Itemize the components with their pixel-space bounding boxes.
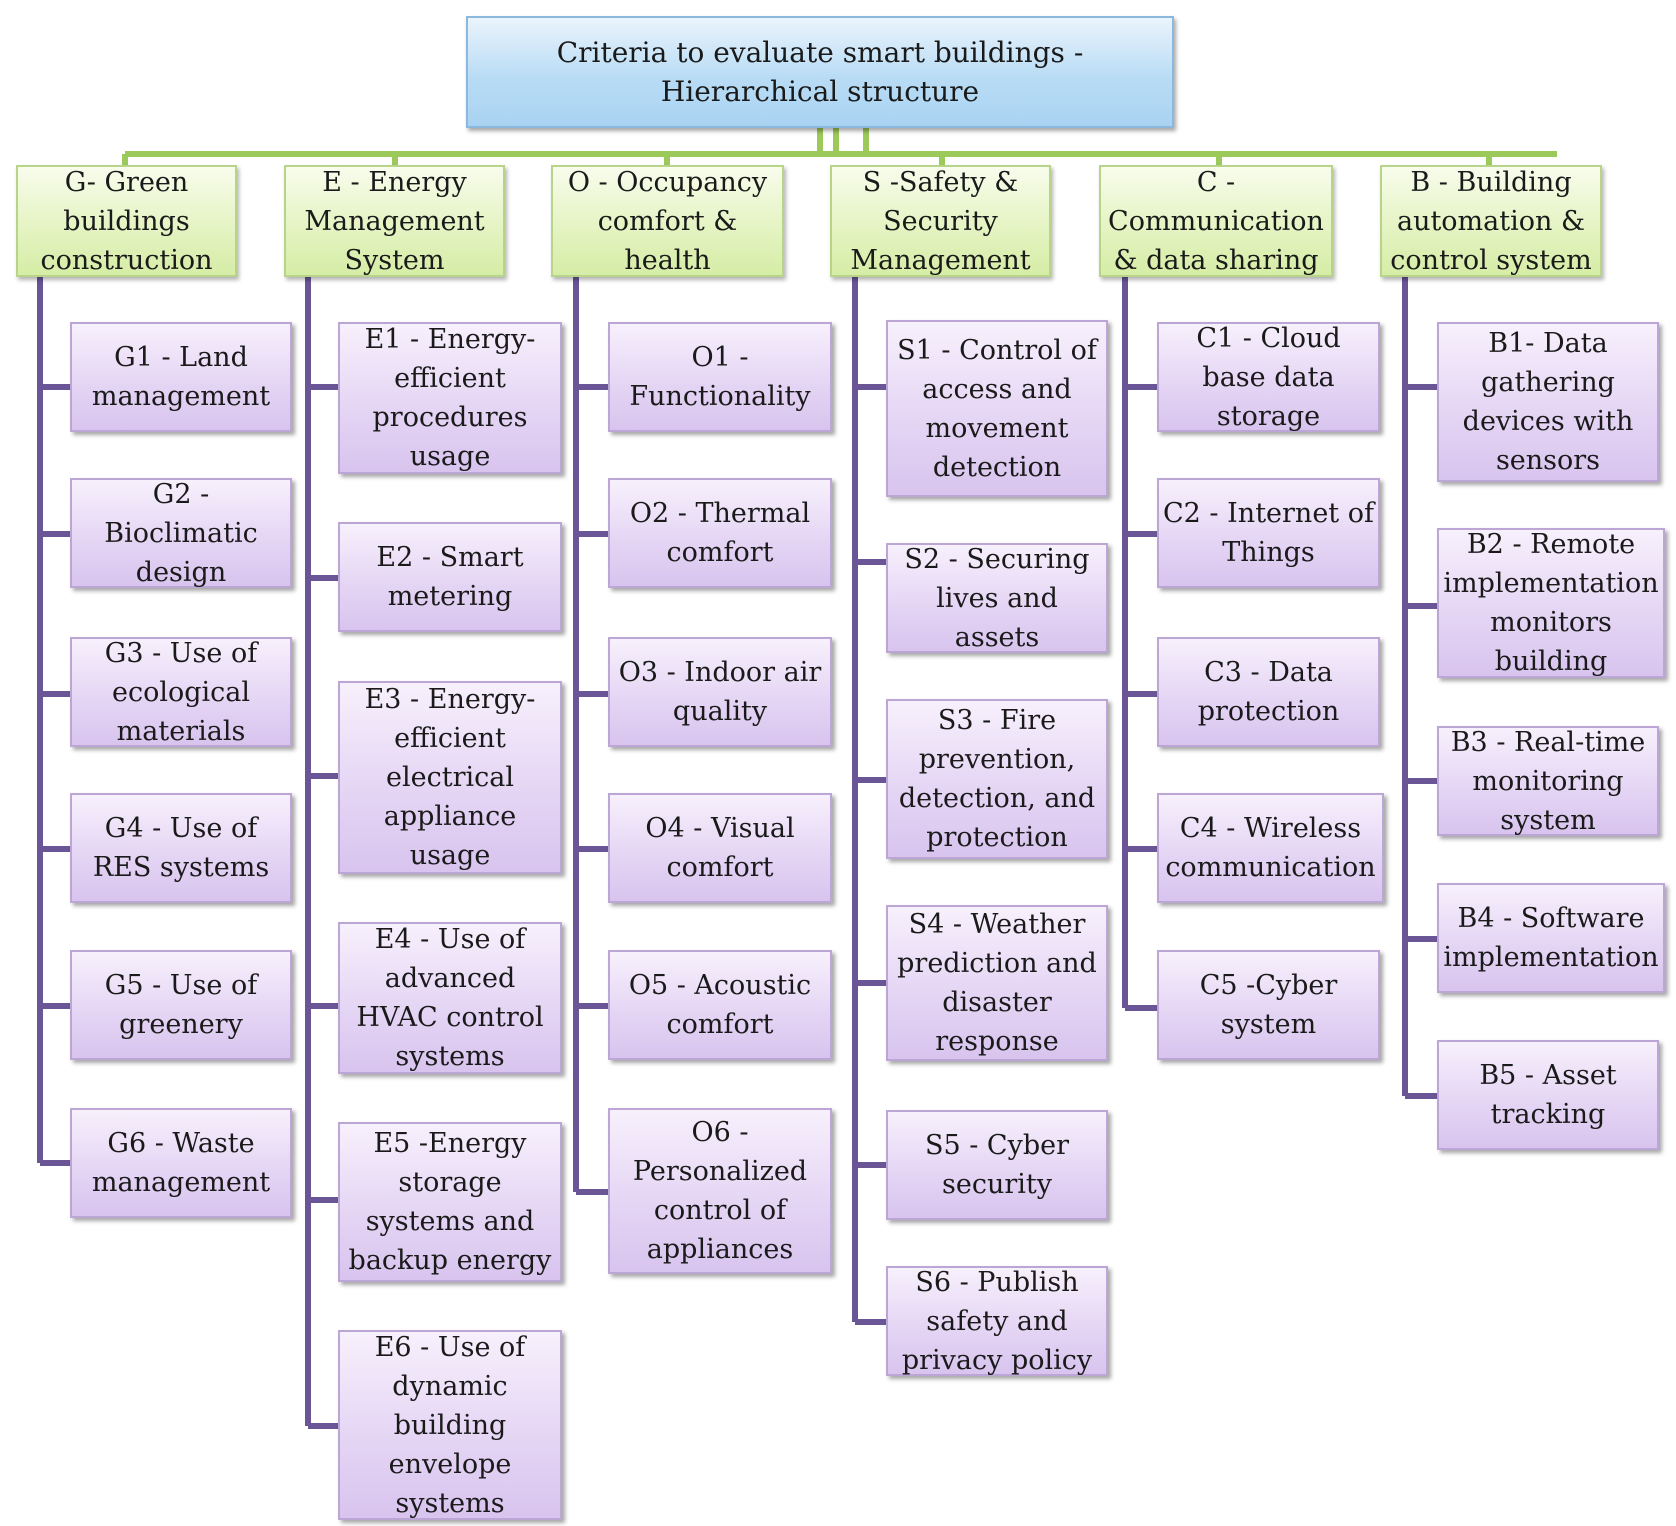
subcriterion-o1: O1 - Functionality bbox=[608, 322, 832, 432]
subcriterion-s6: S6 - Publish safety and privacy policy bbox=[886, 1266, 1108, 1376]
subcriterion-label: E2 - Smart metering bbox=[376, 542, 524, 612]
subcriterion-o5: O5 - Acoustic comfort bbox=[608, 950, 832, 1060]
subcriterion-e3: E3 - Energy-efficient electrical applian… bbox=[338, 681, 562, 874]
subcriterion-g6: G6 - Waste management bbox=[70, 1108, 292, 1218]
subcriterion-c4: C4 - Wireless communication bbox=[1157, 793, 1384, 903]
subcriterion-label: E5 -Energy storage systems and backup en… bbox=[348, 1128, 552, 1276]
subcriterion-label: G4 - Use of RES systems bbox=[92, 813, 270, 883]
category-green-buildings: G- Green buildings construction bbox=[16, 165, 237, 277]
subcriterion-label: S1 - Control of access and movement dete… bbox=[897, 334, 1097, 483]
subcriterion-label: O1 - Functionality bbox=[629, 342, 811, 412]
category-occupancy-comfort: O - Occupancy comfort & health bbox=[551, 165, 784, 277]
subcriterion-label: S6 - Publish safety and privacy policy bbox=[901, 1266, 1093, 1376]
category-communication: C - Communication & data sharing bbox=[1099, 165, 1333, 277]
subcriterion-label: O5 - Acoustic comfort bbox=[628, 970, 812, 1040]
subcriterion-g4: G4 - Use of RES systems bbox=[70, 793, 292, 903]
subcriterion-label: B1- Data gathering devices with sensors bbox=[1462, 328, 1634, 476]
subcriterion-label: B2 - Remote implementation monitors buil… bbox=[1443, 529, 1659, 677]
subcriterion-label: C5 -Cyber system bbox=[1199, 970, 1338, 1040]
subcriterion-label: O4 - Visual comfort bbox=[645, 813, 795, 883]
subcriterion-label: B5 - Asset tracking bbox=[1479, 1060, 1617, 1130]
category-label: E - Energy Management System bbox=[304, 166, 485, 276]
subcriterion-label: O2 - Thermal comfort bbox=[629, 498, 811, 568]
subcriterion-b4: B4 - Software implementation bbox=[1437, 883, 1665, 993]
subcriterion-label: O6 - Personalized control of appliances bbox=[632, 1117, 808, 1265]
subcriterion-e5: E5 -Energy storage systems and backup en… bbox=[338, 1122, 562, 1282]
subcriterion-label: E4 - Use of advanced HVAC control system… bbox=[356, 924, 544, 1072]
subcriterion-o4: O4 - Visual comfort bbox=[608, 793, 832, 903]
category-building-automation: B - Building automation & control system bbox=[1380, 165, 1602, 277]
subcriterion-label: G2 - Bioclimatic design bbox=[104, 478, 258, 588]
subcriterion-label: C4 - Wireless communication bbox=[1165, 813, 1376, 883]
subcriterion-label: S5 - Cyber security bbox=[924, 1130, 1070, 1200]
subcriterion-s4: S4 - Weather prediction and disaster res… bbox=[886, 905, 1108, 1061]
subcriterion-label: E1 - Energy-efficient procedures usage bbox=[364, 324, 536, 472]
category-label: G- Green buildings construction bbox=[40, 166, 213, 276]
category-label: C - Communication & data sharing bbox=[1108, 166, 1324, 276]
subcriterion-c5: C5 -Cyber system bbox=[1157, 950, 1380, 1060]
category-safety-security: S -Safety & Security Management bbox=[830, 165, 1051, 277]
subcriterion-label: G1 - Land management bbox=[91, 342, 271, 412]
subcriterion-s5: S5 - Cyber security bbox=[886, 1110, 1108, 1220]
subcriterion-e4: E4 - Use of advanced HVAC control system… bbox=[338, 922, 562, 1074]
subcriterion-label: C1 - Cloud base data storage bbox=[1196, 322, 1341, 432]
subcriterion-c1: C1 - Cloud base data storage bbox=[1157, 322, 1380, 432]
subcriterion-g5: G5 - Use of greenery bbox=[70, 950, 292, 1060]
subcriterion-c3: C3 - Data protection bbox=[1157, 637, 1380, 747]
subcriterion-g3: G3 - Use of ecological materials bbox=[70, 637, 292, 747]
subcriterion-o6: O6 - Personalized control of appliances bbox=[608, 1108, 832, 1274]
root-connectors bbox=[122, 128, 1557, 165]
subcriterion-label: B3 - Real-time monitoring system bbox=[1450, 726, 1646, 836]
branch-connectors bbox=[37, 277, 1437, 1429]
subcriterion-s3: S3 - Fire prevention, detection, and pro… bbox=[886, 699, 1108, 859]
subcriterion-e2: E2 - Smart metering bbox=[338, 522, 562, 632]
subcriterion-o3: O3 - Indoor air quality bbox=[608, 637, 832, 747]
subcriterion-b5: B5 - Asset tracking bbox=[1437, 1040, 1659, 1150]
subcriterion-label: E6 - Use of dynamic building envelope sy… bbox=[374, 1331, 526, 1519]
root-node: Criteria to evaluate smart buildings - H… bbox=[466, 16, 1174, 128]
category-energy-management: E - Energy Management System bbox=[284, 165, 505, 277]
subcriterion-label: E3 - Energy-efficient electrical applian… bbox=[364, 684, 536, 871]
subcriterion-g2: G2 - Bioclimatic design bbox=[70, 478, 292, 588]
subcriterion-o2: O2 - Thermal comfort bbox=[608, 478, 832, 588]
subcriterion-s1: S1 - Control of access and movement dete… bbox=[886, 320, 1108, 497]
subcriterion-b1: B1- Data gathering devices with sensors bbox=[1437, 322, 1659, 482]
subcriterion-label: O3 - Indoor air quality bbox=[618, 657, 822, 727]
subcriterion-label: S3 - Fire prevention, detection, and pro… bbox=[898, 705, 1096, 853]
subcriterion-label: C2 - Internet of Things bbox=[1163, 498, 1374, 568]
root-label: Criteria to evaluate smart buildings - H… bbox=[556, 36, 1084, 108]
subcriterion-label: G5 - Use of greenery bbox=[104, 970, 258, 1040]
subcriterion-label: B4 - Software implementation bbox=[1443, 903, 1659, 973]
subcriterion-label: G3 - Use of ecological materials bbox=[104, 637, 258, 747]
subcriterion-label: S2 - Securing lives and assets bbox=[904, 543, 1090, 653]
subcriterion-label: S4 - Weather prediction and disaster res… bbox=[897, 909, 1097, 1057]
subcriterion-e1: E1 - Energy-efficient procedures usage bbox=[338, 322, 562, 474]
subcriterion-b2: B2 - Remote implementation monitors buil… bbox=[1437, 528, 1665, 678]
subcriterion-label: G6 - Waste management bbox=[91, 1128, 271, 1198]
subcriterion-label: C3 - Data protection bbox=[1197, 657, 1340, 727]
category-label: S -Safety & Security Management bbox=[850, 166, 1031, 276]
subcriterion-e6: E6 - Use of dynamic building envelope sy… bbox=[338, 1330, 562, 1520]
subcriterion-s2: S2 - Securing lives and assets bbox=[886, 543, 1108, 653]
category-label: B - Building automation & control system bbox=[1390, 166, 1592, 276]
category-label: O - Occupancy comfort & health bbox=[567, 166, 768, 276]
subcriterion-c2: C2 - Internet of Things bbox=[1157, 478, 1380, 588]
subcriterion-g1: G1 - Land management bbox=[70, 322, 292, 432]
subcriterion-b3: B3 - Real-time monitoring system bbox=[1437, 726, 1659, 836]
